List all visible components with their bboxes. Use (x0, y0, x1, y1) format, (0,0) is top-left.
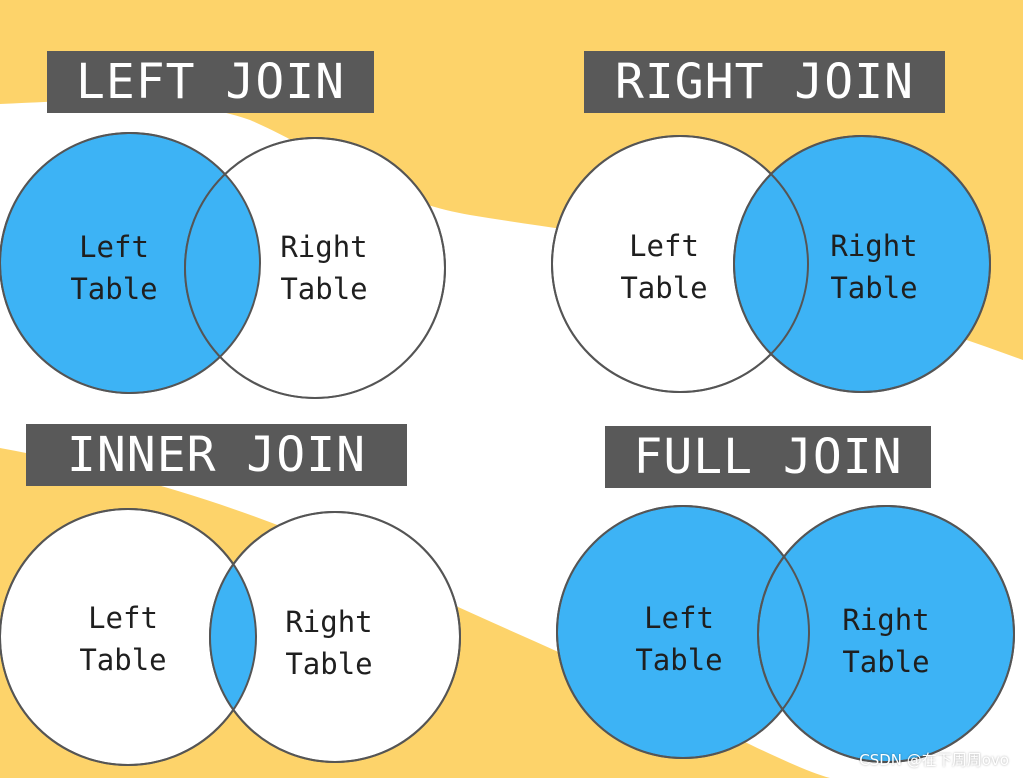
left-join-right-label-line2: Table (280, 272, 367, 306)
inner-join-left-label-line2: Table (79, 643, 166, 677)
right-join-title: RIGHT JOIN (584, 51, 945, 113)
right-join-left-label-line2: Table (620, 271, 707, 305)
inner-join-left-label-line1: Left (88, 601, 158, 635)
full-join-right-label-line1: Right (842, 603, 929, 637)
csdn-watermark: CSDN @在下周周ovo (859, 751, 1009, 769)
left-join-venn: Left Table Right Table (0, 132, 446, 399)
inner-join-title: INNER JOIN (26, 424, 407, 486)
full-join-right-label-line2: Table (842, 645, 929, 679)
inner-join-right-label-line1: Right (285, 605, 372, 639)
left-join-title: LEFT JOIN (47, 51, 374, 113)
left-join-right-label-line1: Right (280, 230, 367, 264)
full-join-left-label-line2: Table (635, 643, 722, 677)
full-join-title: FULL JOIN (605, 426, 931, 488)
full-join-venn: Left Table Right Table (556, 505, 1015, 763)
right-join-right-label-line1: Right (830, 229, 917, 263)
right-join-right-label-line2: Table (830, 271, 917, 305)
full-join-left-label-line1: Left (644, 601, 714, 635)
right-join-left-label-line1: Left (629, 229, 699, 263)
inner-join-venn: Left Table Right Table (0, 508, 461, 766)
right-join-venn: Left Table Right Table (551, 135, 991, 393)
left-join-left-label-line1: Left (79, 230, 149, 264)
left-join-left-label-line2: Table (70, 272, 157, 306)
inner-join-right-label-line2: Table (285, 647, 372, 681)
